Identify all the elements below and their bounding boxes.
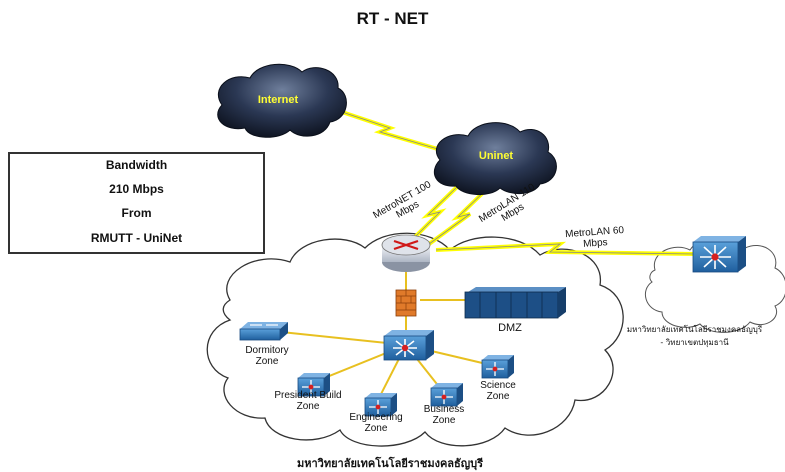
link-internet-uninet xyxy=(329,106,449,154)
dmz-servers-icon xyxy=(464,287,566,319)
core-switch-icon xyxy=(383,330,434,361)
engineering-switch-icon xyxy=(364,393,397,417)
core-router-icon xyxy=(381,234,431,272)
business-switch-icon xyxy=(430,383,463,407)
science-switch-icon xyxy=(481,355,514,379)
dmz-label: DMZ xyxy=(498,322,522,334)
president-zone-label: President Build Zone xyxy=(274,390,342,412)
page-title: RT - NET xyxy=(356,9,429,28)
bandwidth-from: From xyxy=(121,206,152,220)
uninet-cloud xyxy=(434,122,557,195)
bandwidth-label: Bandwidth xyxy=(105,158,168,172)
remote-switch-icon xyxy=(692,236,746,273)
science-zone-label: Science Zone xyxy=(480,380,516,402)
internet-cloud xyxy=(217,63,347,138)
business-zone-label: Business Zone xyxy=(423,404,465,426)
dormitory-switch-icon xyxy=(239,322,288,341)
engineering-zone-label: Engineering Zone xyxy=(349,412,403,434)
main-campus-name: มหาวิทยาลัยเทคโนโลยีราชมงคลธัญบุรี xyxy=(296,457,484,470)
dormitory-zone-label: Dormitory Zone xyxy=(245,345,289,367)
remote-campus-name: มหาวิทยาลัยเทคโนโลยีราชมงคลธัญบุรี - วิท… xyxy=(626,325,763,347)
bandwidth-box: Bandwidth 210 Mbps From RMUTT - UniNet xyxy=(8,152,265,254)
internet-label: Internet xyxy=(257,94,299,106)
firewall-icon xyxy=(395,289,417,317)
uninet-label: Uninet xyxy=(478,150,514,162)
president-switch-icon xyxy=(297,373,330,397)
bandwidth-source: RMUTT - UniNet xyxy=(90,231,183,245)
bandwidth-value: 210 Mbps xyxy=(109,182,164,196)
